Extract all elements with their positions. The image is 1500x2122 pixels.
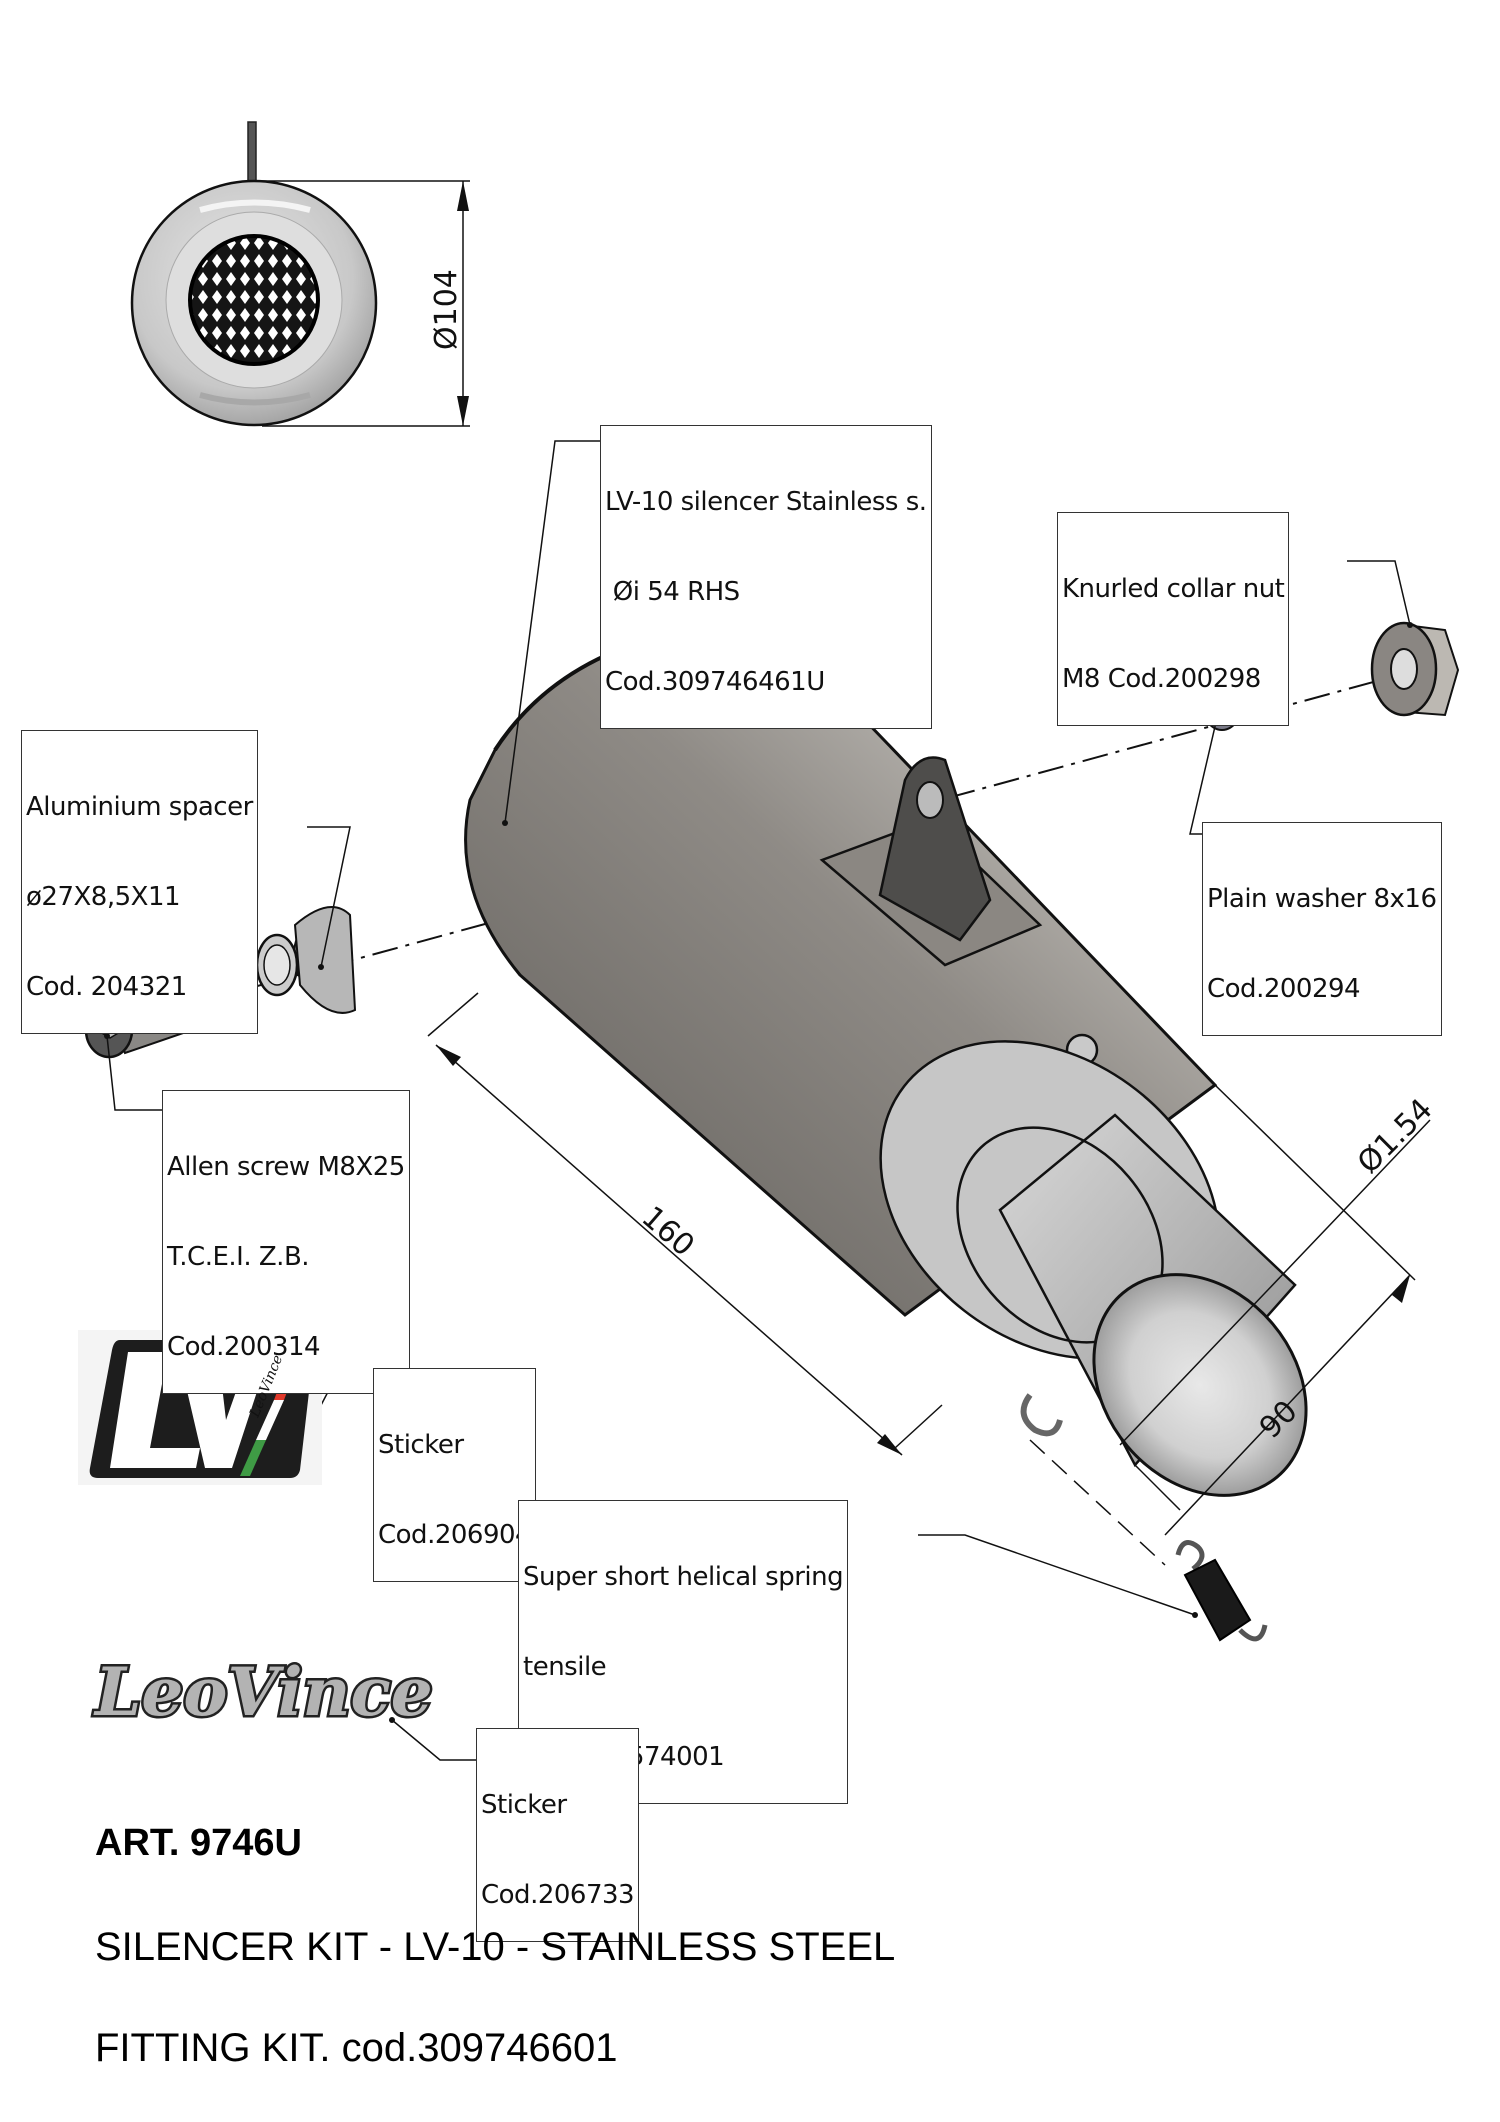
outlet-diameter-line [1119, 1119, 1431, 1446]
length-label: 160 [635, 1200, 701, 1264]
callout-line: LV-10 silencer Stainless s. [605, 487, 927, 517]
outlet-length-line [1164, 1274, 1411, 1536]
callout-allen-screw: Allen screw M8X25 T.C.E.I. Z.B. Cod.2003… [162, 1090, 410, 1394]
end-view-rib [199, 392, 311, 406]
callout-knurled-collar-nut: Knurled collar nut M8 Cod.200298 [1057, 512, 1290, 726]
callout-aluminium-spacer: Aluminium spacer ø27X8,5X11 Cod. 204321 [21, 730, 258, 1034]
end-diameter-label: Ø104 [429, 269, 464, 350]
callout-plain-washer: Plain washer 8x16 Cod.200294 [1202, 822, 1442, 1036]
fitting-kit-code: FITTING KIT. cod.309746601 [95, 2026, 618, 2070]
callout-line: Super short helical spring [523, 1562, 844, 1592]
callout-line: Cod.200294 [1207, 974, 1361, 1004]
helical-spring [1175, 1540, 1268, 1642]
length-dimension-line [435, 1044, 903, 1456]
callout-line: Aluminium spacer [26, 792, 253, 822]
aluminium-spacer [255, 906, 357, 1014]
callout-line: Plain washer 8x16 [1207, 884, 1437, 914]
flag-green [240, 1440, 266, 1476]
callout-line: Øi 54 RHS [605, 577, 740, 607]
callout-line: M8 Cod.200298 [1062, 664, 1261, 694]
outlet-pipe-opening [1092, 1273, 1308, 1497]
callout-line: Knurled collar nut [1062, 574, 1285, 604]
spring-hook-eye [1020, 1393, 1063, 1437]
mounting-bracket [878, 756, 992, 942]
end-view-mesh [188, 234, 320, 366]
callout-line: Sticker [481, 1790, 567, 1820]
kit-name: SILENCER KIT - LV-10 - STAINLESS STEEL [95, 1925, 896, 1969]
assembly-axis [194, 671, 1411, 1004]
outlet-diameter-label: Ø1.54 [1351, 1092, 1440, 1181]
leovince-wordmark: LeoVince [93, 1653, 433, 1731]
knurled-collar-nut [1370, 621, 1460, 717]
flag-white [256, 1400, 284, 1440]
callout-line: Cod.206904 [378, 1520, 532, 1550]
bracket-hole [916, 781, 944, 819]
callout-line: Allen screw M8X25 [167, 1152, 405, 1182]
leovince-wordmark-logo: LeoVince [91, 1651, 436, 1734]
end-view: Ø104 [130, 121, 470, 427]
callout-line: Cod.206733 [481, 1880, 635, 1910]
callout-silencer: LV-10 silencer Stainless s. Øi 54 RHS Co… [600, 425, 932, 729]
callout-line: ø27X8,5X11 [26, 882, 181, 912]
callout-line: Cod.309746461U [605, 667, 825, 697]
end-view-rib [199, 199, 311, 213]
hanger-rod [247, 121, 257, 183]
callout-sticker-lv: Sticker Cod.206904 [373, 1368, 537, 1582]
callout-line: Cod. 204321 [26, 972, 187, 1002]
callout-sticker-leovince: Sticker Cod.206733 [476, 1728, 640, 1942]
silencer-body [464, 624, 1308, 1497]
article-number: ART. 9746U [95, 1822, 302, 1864]
callout-line: T.C.E.I. Z.B. [167, 1242, 310, 1272]
callout-line: Cod.200314 [167, 1332, 321, 1362]
callout-line: Sticker [378, 1430, 464, 1460]
callout-line: tensile [523, 1652, 607, 1682]
